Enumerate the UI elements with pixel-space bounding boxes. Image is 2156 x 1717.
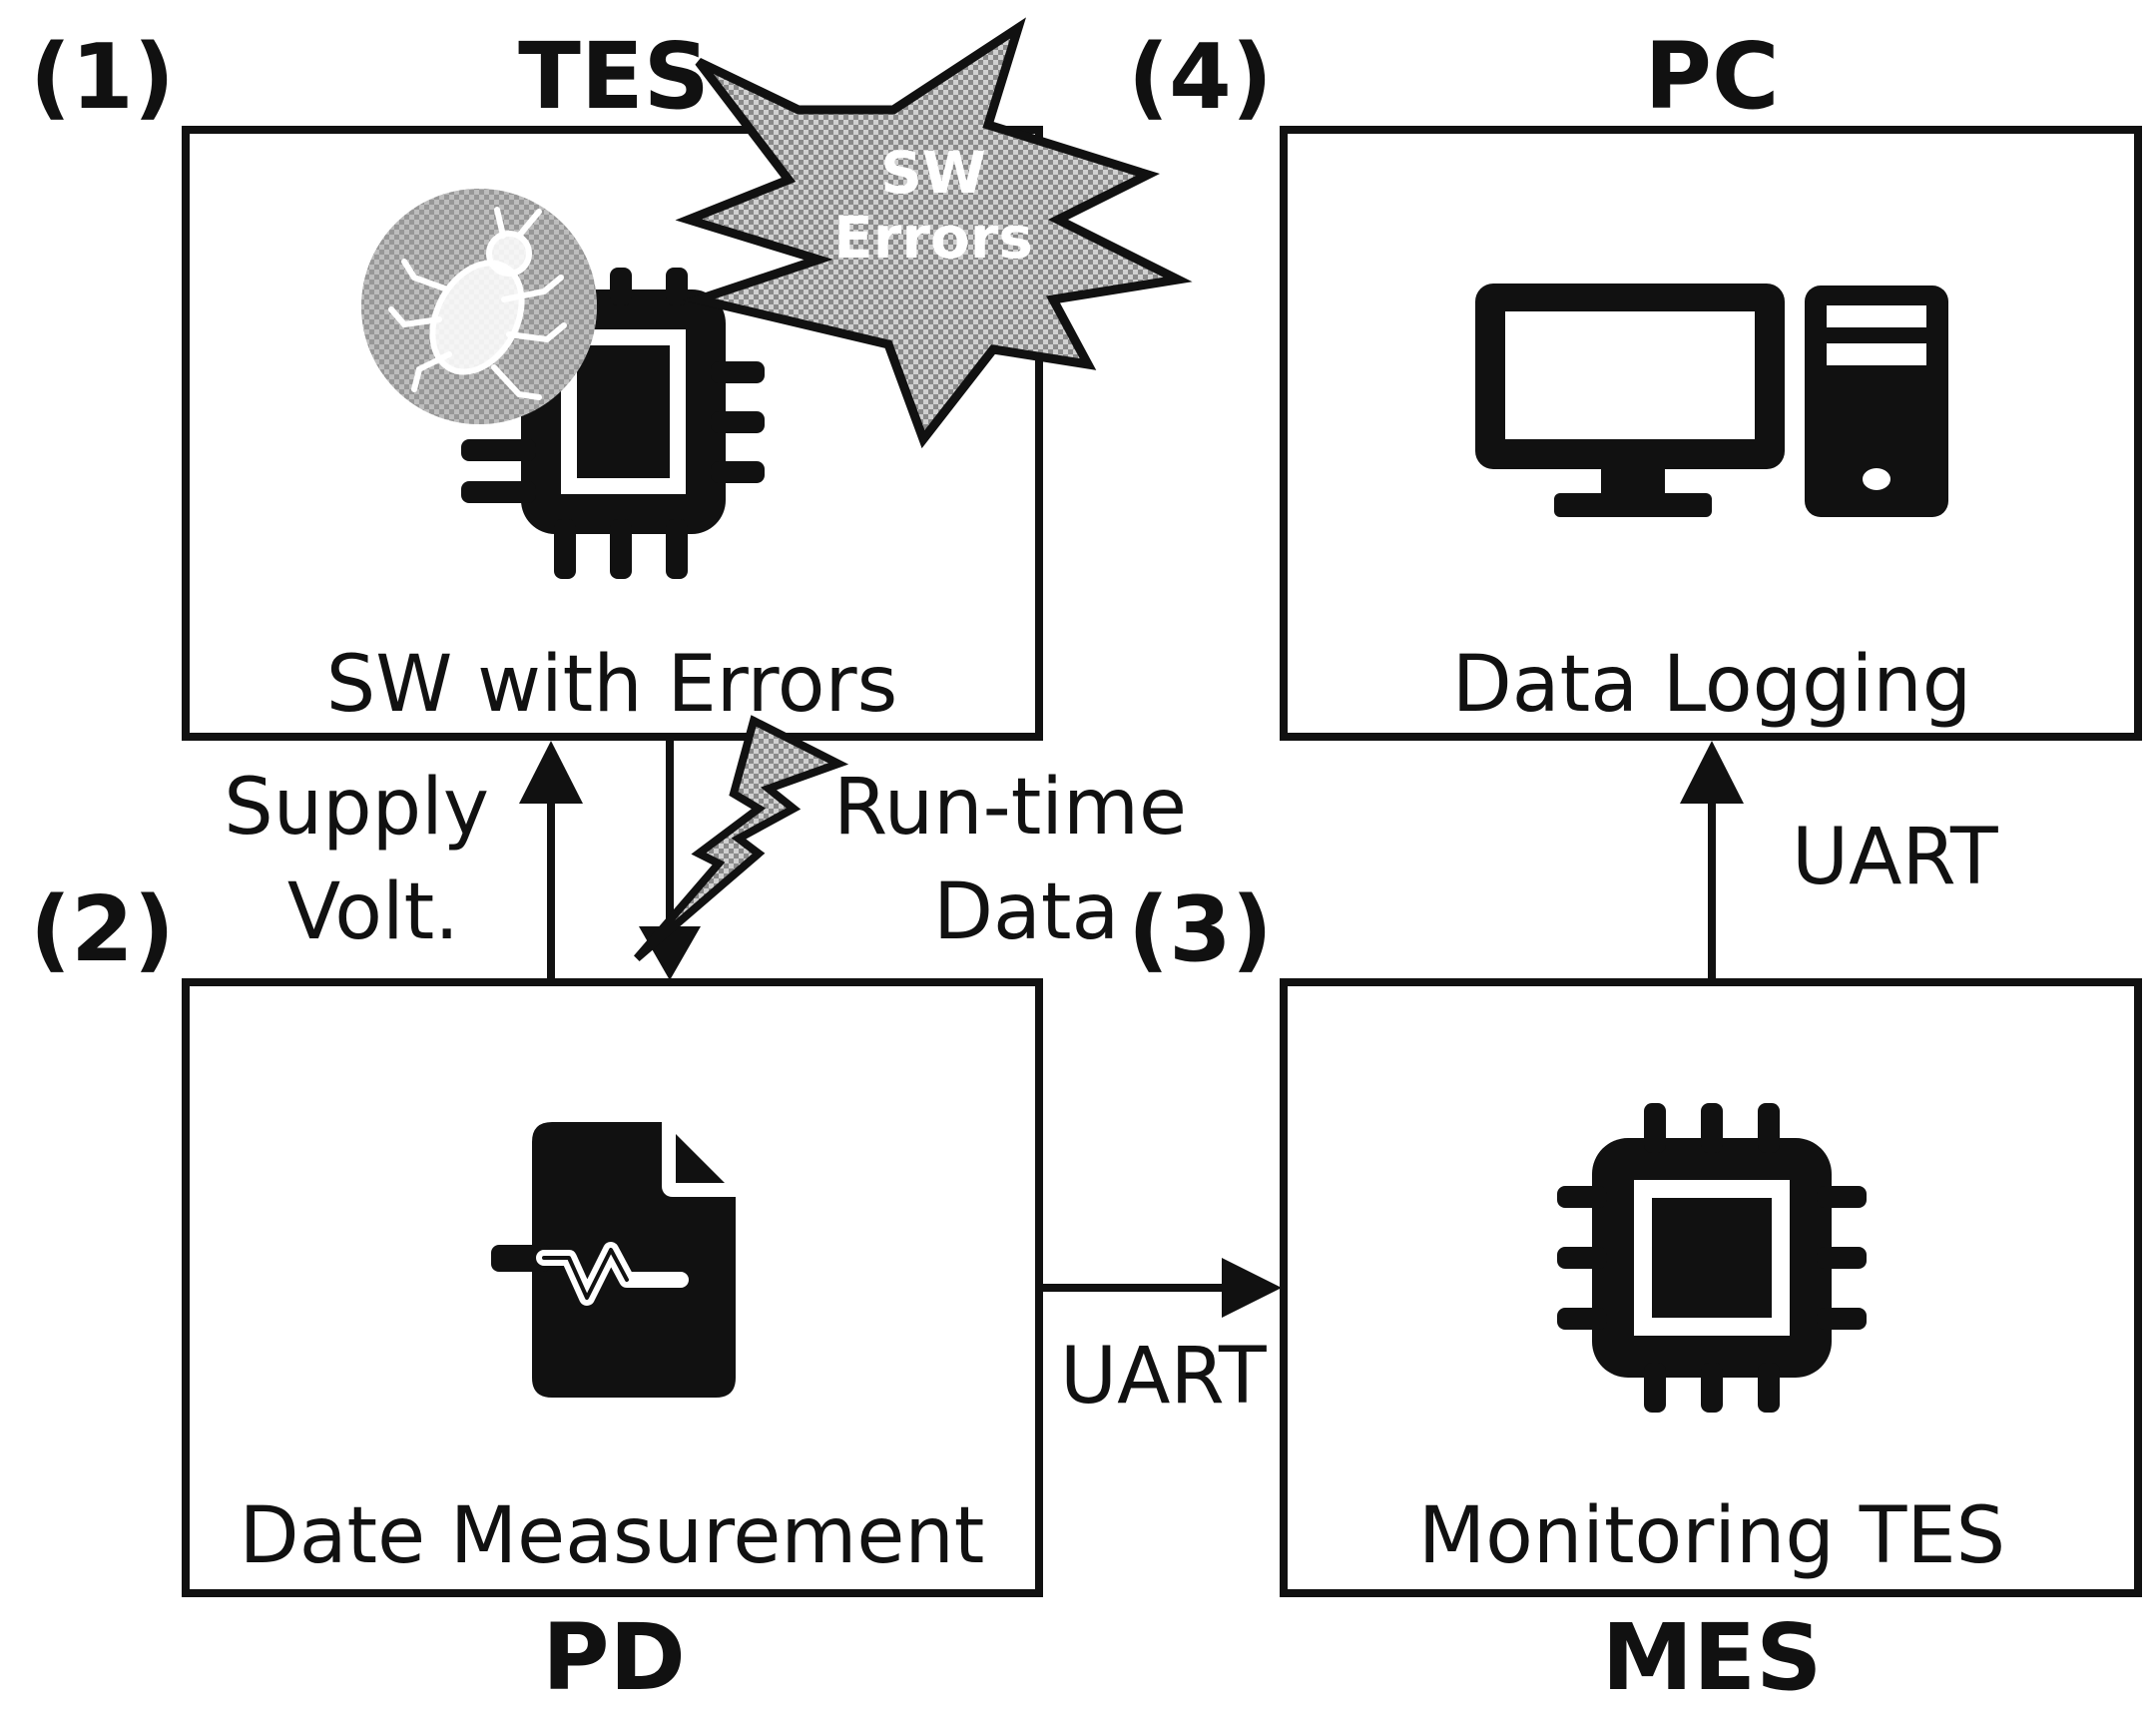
pc-caption: Data Logging <box>1452 640 1971 730</box>
uart-label-pd-mes: UART <box>1060 1332 1267 1422</box>
microchip-icon <box>1557 1103 1867 1413</box>
pd-title: PD <box>542 1604 686 1711</box>
bug-icon <box>361 189 597 424</box>
supply-voltage-arrow <box>519 741 583 982</box>
file-waveform-icon <box>491 1122 736 1398</box>
mes-caption: Monitoring TES <box>1418 1491 2005 1581</box>
burst-line-1: SW <box>880 139 986 207</box>
tes-title: TES <box>518 23 710 130</box>
runtime-label-line-1: Run-time <box>833 763 1187 853</box>
step-number-3: (3) <box>1128 877 1273 982</box>
step-number-4: (4) <box>1128 25 1273 130</box>
tes-caption: SW with Errors <box>326 640 897 730</box>
pc-block <box>1280 126 2142 741</box>
uart-arrow-mes-to-pc <box>1680 741 1744 982</box>
uart-label-mes-pc: UART <box>1792 813 1998 902</box>
desktop-computer-icon <box>1475 284 1948 517</box>
supply-label-line-1: Supply <box>224 763 489 853</box>
pc-title: PC <box>1645 23 1780 130</box>
uart-arrow-pd-to-mes <box>1039 1258 1282 1318</box>
tes-block <box>182 126 1043 741</box>
supply-label-line-2: Volt. <box>287 867 459 957</box>
pd-caption: Date Measurement <box>240 1491 985 1581</box>
step-number-1: (1) <box>30 25 175 130</box>
lightning-bolt-icon <box>633 715 849 962</box>
step-number-2: (2) <box>30 877 175 982</box>
mes-title: MES <box>1602 1604 1823 1711</box>
runtime-label-line-2: Data <box>933 867 1119 957</box>
sw-errors-burst: SW Errors <box>675 17 1193 449</box>
burst-line-2: Errors <box>833 204 1033 272</box>
